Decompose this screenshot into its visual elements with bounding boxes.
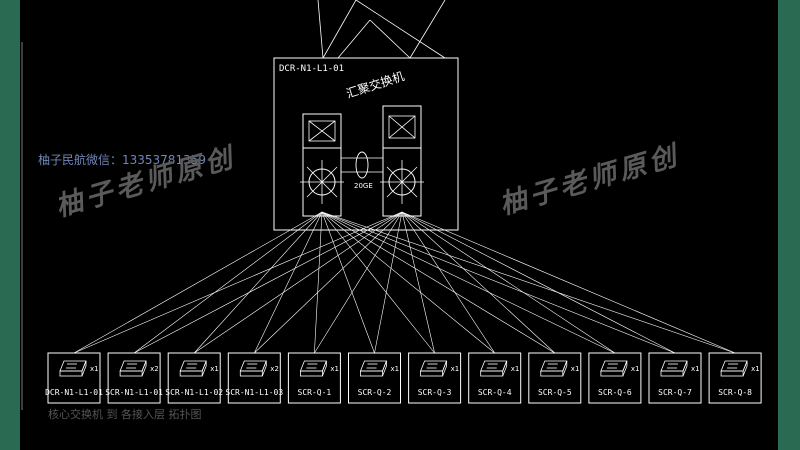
access-link-b — [73, 211, 403, 354]
access-link-b — [254, 211, 403, 354]
core-switch-1 — [300, 113, 344, 217]
switch-icon — [299, 360, 327, 377]
access-switch-count: x1 — [210, 365, 219, 373]
switch-icon — [179, 360, 207, 377]
access-link-a — [321, 211, 736, 354]
footer-partial-text: 核心交换机 到 各接入层 拓扑图 — [48, 408, 202, 421]
access-switch-count: x1 — [90, 365, 99, 373]
access-switch-count: x1 — [511, 365, 520, 373]
access-link-b — [401, 211, 736, 354]
access-switch-name: SCR-Q-1 — [298, 388, 332, 397]
wechat-contact-text: 柚子民航微信：13353781359 — [38, 153, 206, 167]
access-link-b — [194, 211, 403, 354]
switch-icon — [600, 360, 628, 377]
access-switch-count: x1 — [330, 365, 339, 373]
core-switch-frame — [273, 57, 459, 231]
access-link-a — [73, 211, 323, 354]
switch-icon — [59, 360, 87, 377]
access-link-a — [321, 211, 676, 354]
access-switch-row: x1DCR-N1-L1-01x2SCR-N1-L1-01x1SCR-N1-L1-… — [45, 352, 762, 404]
access-switch-name: SCR-Q-4 — [478, 388, 512, 397]
access-switch-name: SCR-Q-7 — [658, 388, 692, 397]
access-link-b — [401, 211, 676, 354]
network-topology-diagram: DCR-N1-L1-01 汇聚交换机 — [21, 0, 762, 410]
access-switch-name: SCR-Q-3 — [418, 388, 452, 397]
access-links — [73, 211, 736, 354]
switch-icon — [359, 360, 388, 377]
access-switch-name: SCR-Q-8 — [718, 388, 752, 397]
access-switch-count: x1 — [751, 365, 760, 373]
switch-icon — [119, 360, 147, 377]
access-link-a — [321, 211, 375, 354]
access-switch-count: x2 — [270, 365, 279, 373]
access-switch-name: SCR-N1-L1-03 — [225, 388, 283, 397]
stack-link — [341, 151, 383, 179]
access-switch-name: SCR-Q-5 — [538, 388, 572, 397]
core-switch-2 — [380, 105, 424, 217]
core-title: 汇聚交换机 — [344, 68, 406, 101]
access-switch-name: DCR-N1-L1-01 — [45, 388, 103, 397]
access-link-b — [133, 211, 403, 354]
switch-icon — [480, 360, 508, 377]
switch-icon — [720, 360, 748, 377]
access-switch-count: x1 — [451, 365, 460, 373]
access-link-b — [401, 211, 556, 354]
access-link-b — [401, 211, 435, 354]
access-link-a — [321, 211, 616, 354]
access-link-b — [374, 211, 403, 354]
access-link-b — [401, 211, 616, 354]
drawing-canvas: DCR-N1-L1-01 汇聚交换机 — [20, 0, 778, 450]
access-link-a — [321, 211, 435, 354]
access-link-a — [254, 211, 323, 354]
switch-icon — [239, 360, 267, 377]
uplink-lines — [317, 0, 446, 59]
access-link-a — [314, 211, 323, 354]
access-switch-count: x1 — [571, 365, 580, 373]
access-link-a — [321, 211, 555, 354]
core-box-label: DCR-N1-L1-01 — [279, 64, 344, 74]
switch-icon — [660, 360, 688, 377]
access-switch-count: x1 — [631, 365, 640, 373]
access-switch-name: SCR-Q-6 — [598, 388, 632, 397]
access-link-a — [321, 211, 495, 354]
switch-icon — [540, 360, 568, 377]
access-link-b — [401, 211, 495, 354]
access-switch-name: SCR-N1-L1-01 — [105, 388, 163, 397]
access-link-a — [133, 211, 323, 354]
access-switch-name: SCR-N1-L1-02 — [165, 388, 223, 397]
access-switch-count: x1 — [391, 365, 400, 373]
access-switch-count: x1 — [691, 365, 700, 373]
access-switch-name: SCR-Q-2 — [358, 388, 392, 397]
stack-link-label: 20GE — [354, 182, 373, 190]
access-switch-count: x2 — [150, 365, 159, 373]
access-link-a — [193, 211, 323, 354]
access-link-b — [314, 211, 403, 354]
switch-icon — [420, 360, 448, 377]
